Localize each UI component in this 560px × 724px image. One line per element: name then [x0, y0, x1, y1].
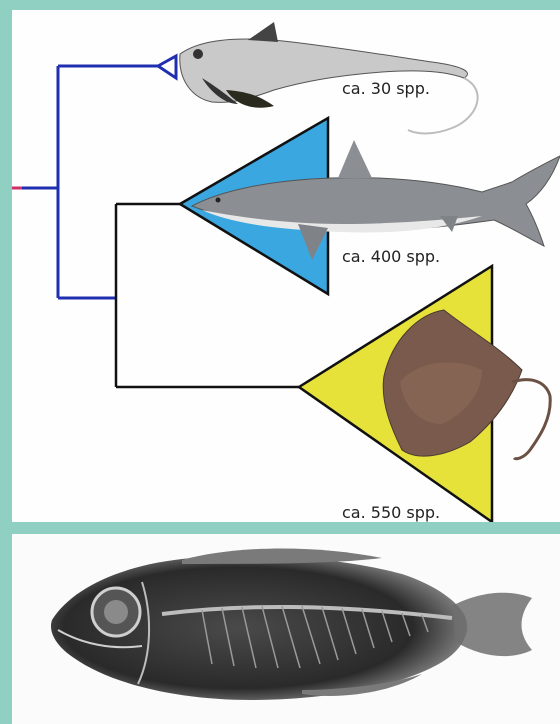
shark-count-label: ca. 400 spp. — [342, 247, 440, 266]
ray-count-label: ca. 550 spp. — [342, 503, 440, 522]
chimaera-clade-triangle — [158, 56, 176, 78]
xray-fish-icon — [12, 534, 560, 724]
chimaera-count-label: ca. 30 spp. — [342, 79, 430, 98]
stingray-icon — [383, 310, 550, 459]
phylogeny-panel: ca. 30 spp. ca. 400 spp. ca. 550 spp. — [12, 10, 560, 522]
phylogeny-tree: ca. 30 spp. ca. 400 spp. ca. 550 spp. — [12, 10, 560, 522]
xray-panel — [12, 534, 560, 724]
